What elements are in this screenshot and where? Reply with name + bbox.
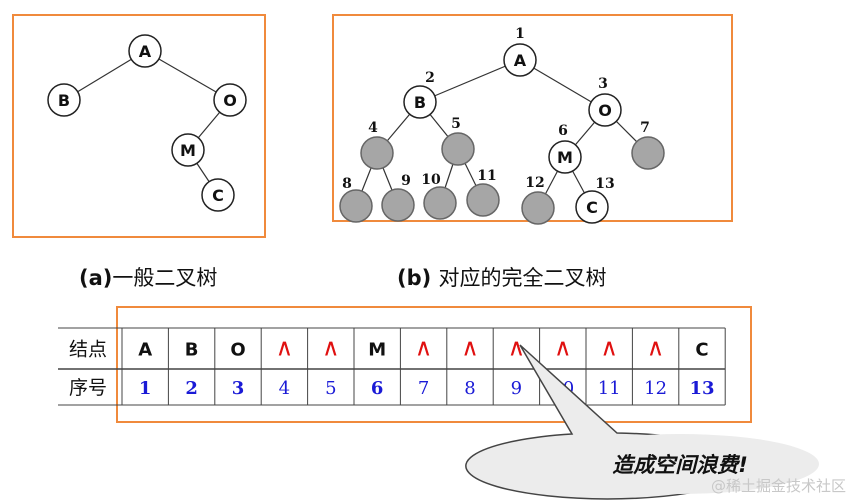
table-cell-number: 9: [511, 378, 522, 399]
empty-node-10: [423, 186, 457, 220]
table-cell-node: A: [138, 340, 152, 361]
node-number-6: 6: [558, 123, 568, 139]
node-label-M: M: [557, 148, 573, 167]
edge-1-2: [419, 59, 521, 103]
table-cell-empty: ∧: [322, 334, 340, 362]
table-cell-number: 11: [598, 378, 621, 399]
row-label-1: 序号: [69, 377, 107, 399]
empty-node-11: [466, 183, 500, 217]
empty-node-4: [360, 136, 394, 170]
frame-table: [116, 306, 752, 423]
table-cell-number: 13: [689, 378, 714, 399]
row-label-0: 结点: [69, 339, 107, 361]
node-number-10: 10: [421, 172, 441, 188]
node-number-11: 11: [477, 168, 496, 184]
node-O: [213, 83, 247, 117]
table-cell-number: 1: [139, 378, 152, 399]
frame-a: [12, 14, 266, 238]
node-label-C: C: [212, 186, 224, 205]
table-cell-number: 8: [464, 378, 475, 399]
callout-bubble: 造成空间浪费!: [465, 344, 819, 500]
table-cell-empty: ∧: [415, 334, 433, 362]
table-cell-node: M: [368, 340, 386, 361]
empty-node-9: [381, 188, 415, 222]
node-M: [171, 133, 205, 167]
general-binary-tree: A B O M C: [47, 34, 247, 212]
node-A: [503, 43, 537, 77]
table-cell-number: 4: [279, 378, 290, 399]
table-cell-empty: ∧: [600, 334, 618, 362]
caption-b: (b) 对应的完全二叉树: [397, 262, 607, 292]
empty-node-8: [339, 189, 373, 223]
node-number-12: 12: [525, 175, 544, 191]
node-label-C: C: [586, 198, 598, 217]
node-A: [128, 34, 162, 68]
complete-binary-tree: A 1B 2O 3 4 5M 6 7 8 9 10 11 12C 13: [339, 26, 665, 225]
node-label-B: B: [414, 93, 426, 112]
node-label-O: O: [223, 91, 237, 110]
table-cell-empty: ∧: [276, 334, 294, 362]
empty-node-5: [441, 132, 475, 166]
node-label-M: M: [180, 141, 196, 160]
caption-b-prefix: (b): [397, 266, 432, 290]
node-C: [575, 190, 609, 224]
table-cell-empty: ∧: [508, 334, 526, 362]
node-label-B: B: [58, 91, 70, 110]
node-number-5: 5: [451, 116, 461, 132]
table-cell-number: 5: [325, 378, 336, 399]
table-cell-empty: ∧: [647, 334, 665, 362]
node-number-8: 8: [342, 176, 352, 192]
empty-node-12: [521, 191, 555, 225]
empty-node-7: [631, 136, 665, 170]
table-cell-number: 6: [371, 378, 384, 399]
table-cell-number: 7: [418, 378, 429, 399]
node-number-13: 13: [595, 176, 614, 192]
callout-text: 造成空间浪费!: [612, 453, 748, 477]
node-B: [47, 83, 81, 117]
node-number-1: 1: [515, 26, 525, 42]
node-number-3: 3: [598, 76, 608, 92]
node-number-2: 2: [425, 70, 435, 86]
table-cell-node: C: [695, 340, 708, 361]
table-cell-empty: ∧: [461, 334, 479, 362]
node-O: [588, 93, 622, 127]
caption-a-prefix: (a): [79, 266, 113, 290]
caption-b-text: 对应的完全二叉树: [438, 266, 607, 290]
table-cell-node: O: [230, 340, 245, 361]
table-cell-empty: ∧: [554, 334, 572, 362]
watermark: @稀土掘金技术社区: [710, 477, 846, 495]
caption-a: (a)一般二叉树: [79, 262, 217, 292]
node-number-7: 7: [640, 120, 650, 136]
node-label-O: O: [598, 101, 612, 120]
node-number-4: 4: [368, 120, 378, 136]
table-cell-node: B: [185, 340, 199, 361]
table-cell-number: 2: [185, 378, 198, 399]
table-cell-number: 12: [644, 378, 667, 399]
node-C: [201, 178, 235, 212]
caption-a-text: 一般二叉树: [112, 266, 218, 290]
node-label-A: A: [139, 42, 152, 61]
node-number-9: 9: [401, 173, 411, 189]
node-B: [403, 85, 437, 119]
table-cell-number: 3: [232, 378, 245, 399]
node-M: [548, 140, 582, 174]
node-label-A: A: [514, 51, 527, 70]
